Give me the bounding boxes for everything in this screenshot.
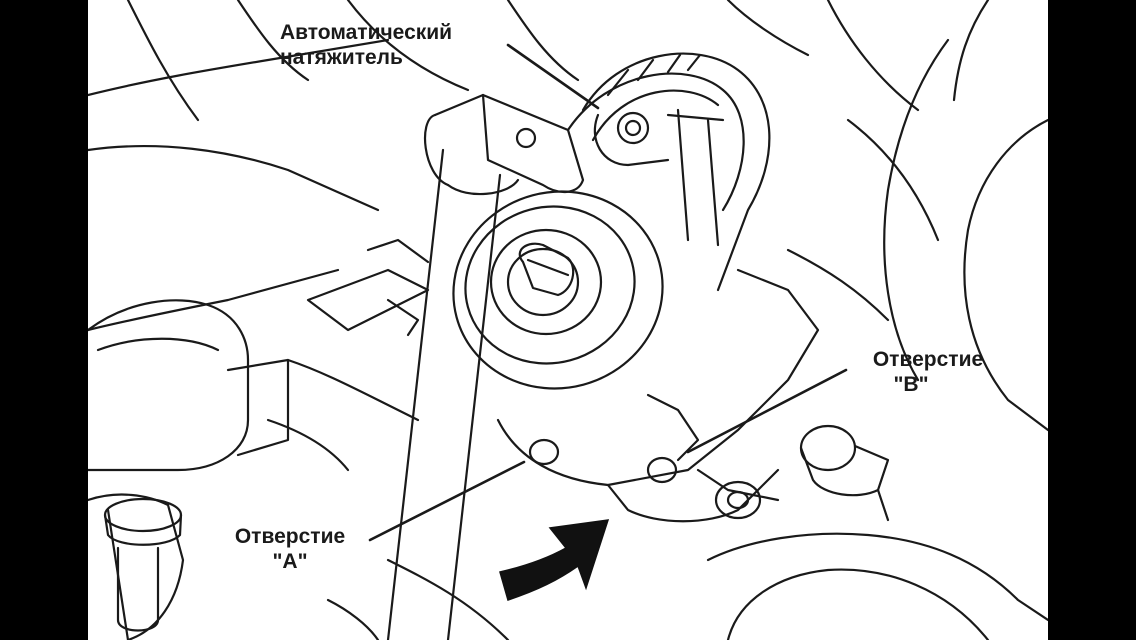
diagram-frame: Автоматический натяжитель Отверстие "B" … [88,0,1048,640]
hole-b-label: Отверстие "B" [848,347,1008,397]
breaker-bar-drawing [386,93,585,640]
tensioner-label-line2: натяжитель [280,46,403,69]
hole-a-label-line1: Отверстие [234,525,346,548]
engine-mount-drawing [88,299,290,640]
tensioner-drawing [452,52,890,523]
tensioner-label: Автоматический натяжитель [280,20,452,70]
tensioner-label-line1: Автоматический [280,21,453,44]
rotation-arrow [499,519,610,601]
leader-lines [368,43,848,542]
engine-background-lines [88,0,1048,640]
hole-b-label-line1: Отверстие [872,348,984,371]
tensioner-illustration [88,0,1048,640]
hole-a-label-line2: "A" [272,550,308,573]
hole-a-label: Отверстие "A" [210,524,370,574]
hole-b-label-line2: "B" [893,373,929,396]
